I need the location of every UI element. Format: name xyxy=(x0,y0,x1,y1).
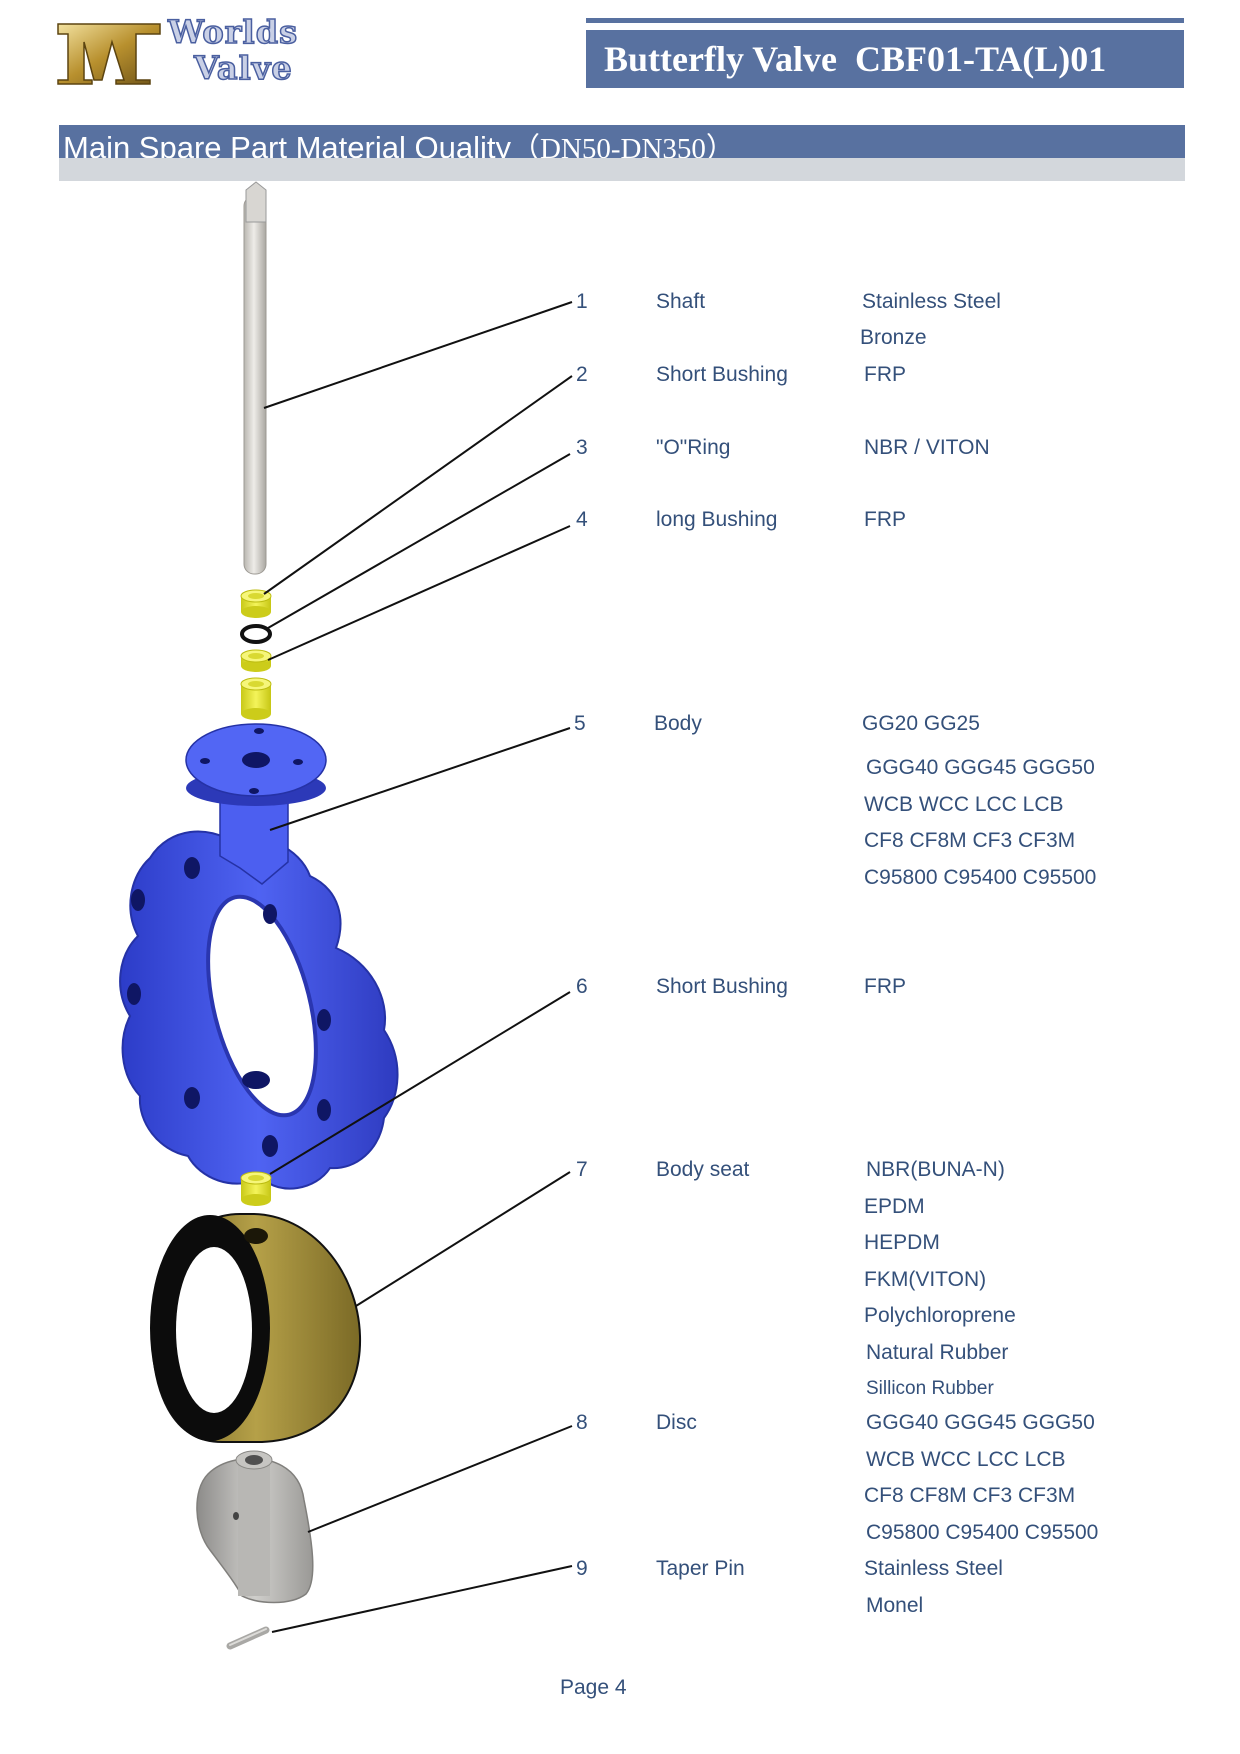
part-number: 4 xyxy=(576,508,588,531)
part-material: CF8 CF8M CF3 CF3M xyxy=(864,1484,1076,1507)
part-material: GGG40 GGG45 GGG50 xyxy=(866,1411,1095,1434)
short-bushing-part xyxy=(240,589,272,618)
taper-pin-part xyxy=(226,1626,270,1650)
part-name: Short Bushing xyxy=(656,363,788,386)
part-number: 3 xyxy=(576,436,588,459)
part-material: Polychloroprene xyxy=(864,1304,1016,1327)
page-number: Page 4 xyxy=(560,1676,627,1699)
part-material: NBR / VITON xyxy=(864,436,990,459)
long-bushing-ring-part xyxy=(240,649,272,672)
part-material: Monel xyxy=(866,1594,924,1617)
valve-body-part xyxy=(119,723,399,1190)
logo-wordmark: Worlds Valve xyxy=(167,13,299,87)
section-subbar xyxy=(59,158,1185,181)
part-number: 1 xyxy=(576,290,588,313)
part-material: CF8 CF8M CF3 CF3M xyxy=(864,829,1076,852)
part-number: 9 xyxy=(576,1557,588,1580)
part-material: Stainless Steel xyxy=(862,290,1001,313)
part-material: EPDM xyxy=(864,1195,925,1218)
o-ring-part xyxy=(240,624,272,644)
part-material: FRP xyxy=(864,363,906,386)
part-name: Taper Pin xyxy=(656,1557,745,1580)
part-name: long Bushing xyxy=(656,508,778,531)
part-material: GG20 GG25 xyxy=(862,712,980,735)
part-material: Stainless Steel xyxy=(864,1557,1003,1580)
part-material: FKM(VITON) xyxy=(864,1268,987,1291)
part-name: Short Bushing xyxy=(656,975,788,998)
part-name: Body seat xyxy=(656,1158,750,1181)
banner-rule xyxy=(586,18,1184,23)
part-name: Disc xyxy=(656,1411,697,1434)
part-number: 8 xyxy=(576,1411,588,1434)
part-material: HEPDM xyxy=(864,1231,940,1254)
logo-mark-icon xyxy=(56,18,164,86)
part-material: FRP xyxy=(864,508,906,531)
part-material: WCB WCC LCC LCB xyxy=(866,1448,1066,1471)
logo-line1: Worlds xyxy=(167,13,299,51)
part-number: 6 xyxy=(576,975,588,998)
part-number: 5 xyxy=(574,712,586,735)
part-material: Bronze xyxy=(860,326,927,349)
lower-short-bushing-part xyxy=(240,1171,272,1206)
part-name: "O"Ring xyxy=(656,436,731,459)
document-title: Butterfly Valve CBF01-TA(L)01 xyxy=(586,30,1184,88)
part-material: FRP xyxy=(864,975,906,998)
shaft-part xyxy=(243,181,267,575)
part-name: Shaft xyxy=(656,290,706,313)
part-material: Sillicon Rubber xyxy=(866,1378,994,1399)
part-material: C95800 C95400 C95500 xyxy=(866,1521,1099,1544)
long-bushing-part xyxy=(240,677,272,720)
part-material: GGG40 GGG45 GGG50 xyxy=(866,756,1095,779)
part-material: NBR(BUNA-N) xyxy=(866,1158,1005,1181)
disc-part xyxy=(196,1450,314,1604)
logo-line2: Valve xyxy=(193,49,293,87)
part-name: Body xyxy=(654,712,702,735)
part-material: WCB WCC LCC LCB xyxy=(864,793,1064,816)
part-material: Natural Rubber xyxy=(866,1341,1009,1364)
body-seat-part xyxy=(150,1213,362,1443)
part-number: 7 xyxy=(576,1158,588,1181)
part-number: 2 xyxy=(576,363,588,386)
part-material: C95800 C95400 C95500 xyxy=(864,866,1097,889)
leader-lines xyxy=(263,301,573,1633)
